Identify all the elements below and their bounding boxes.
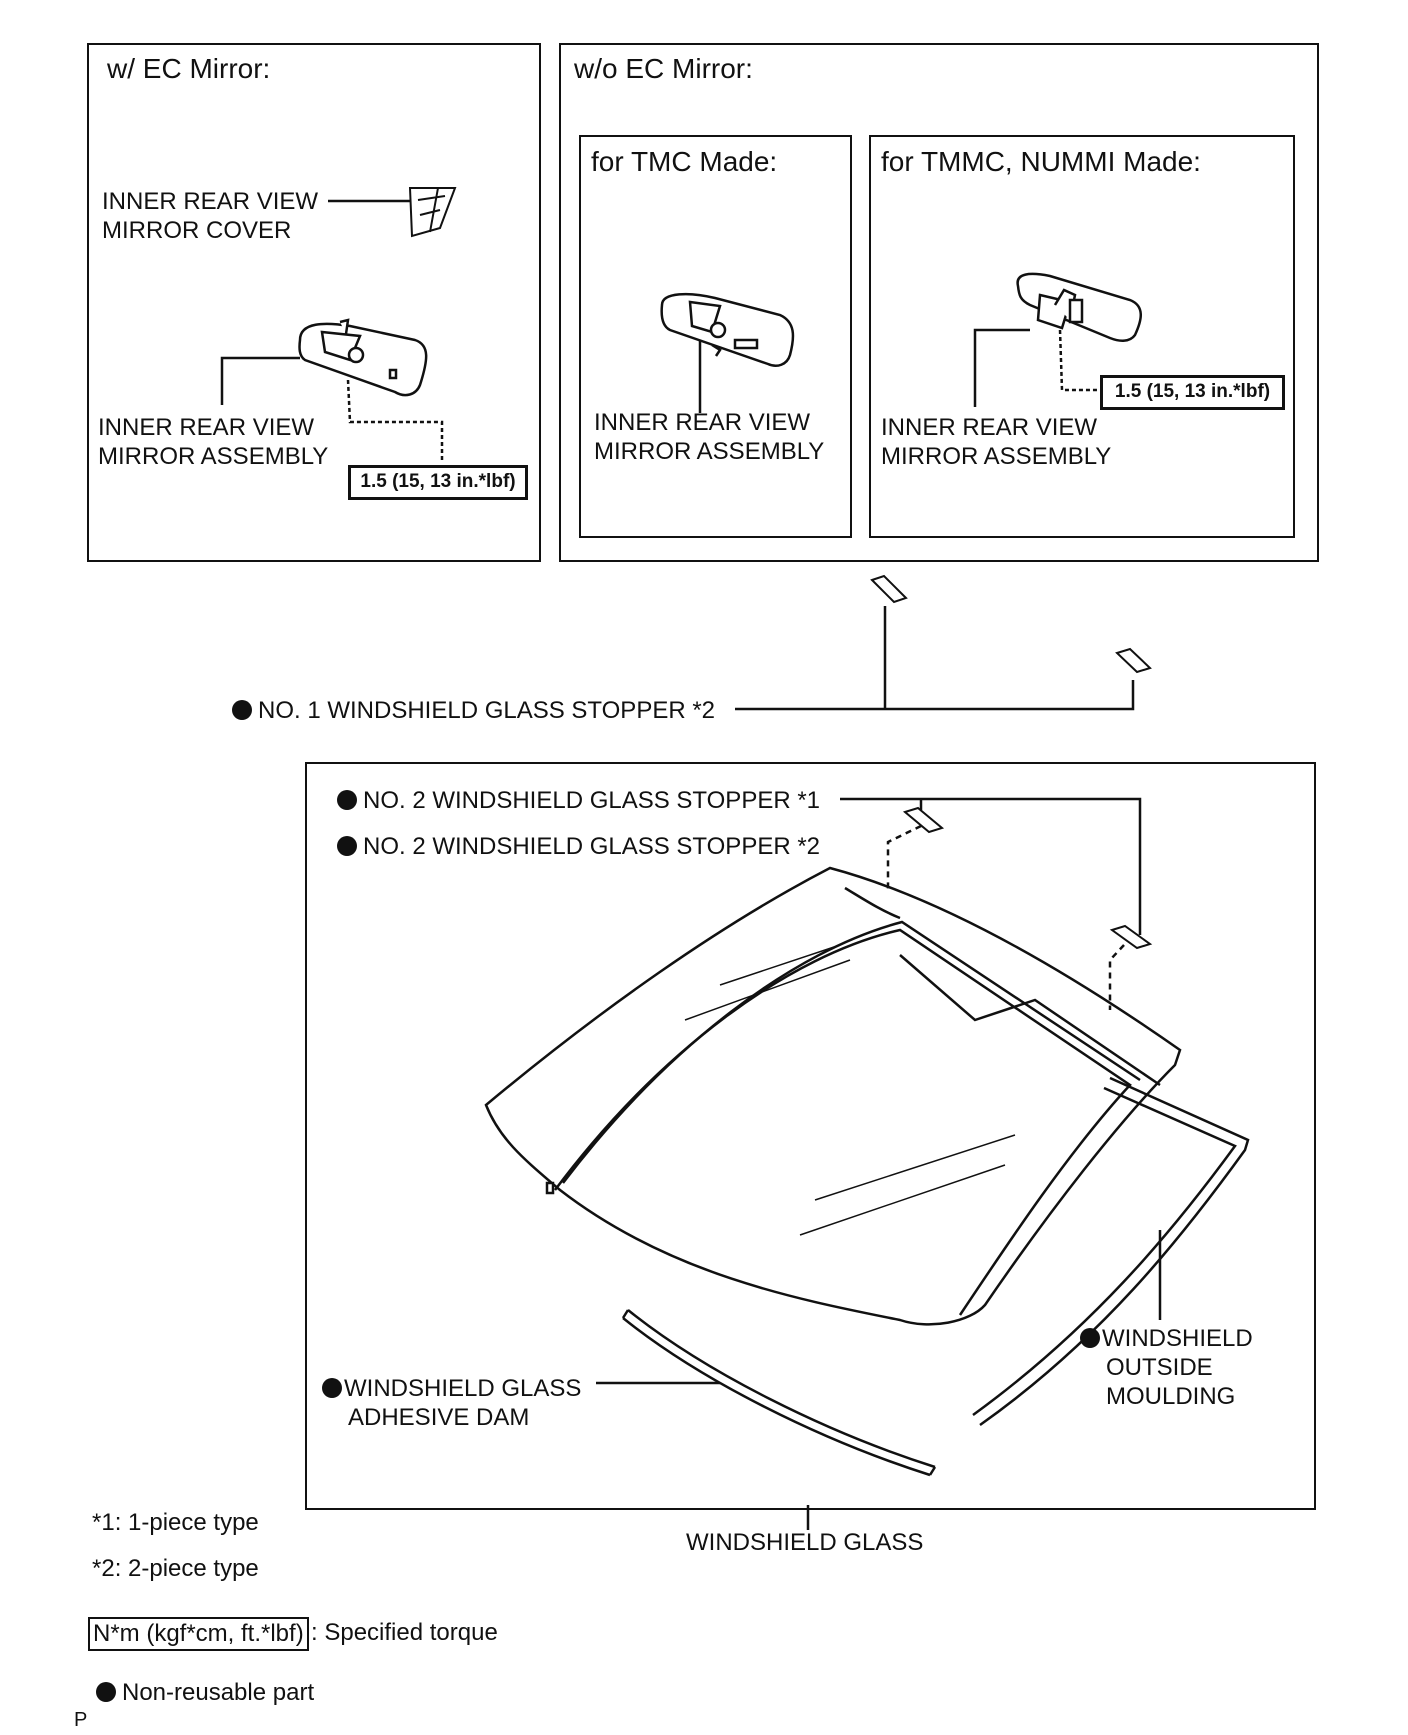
legend-note-1: *1: 1-piece type: [92, 1509, 259, 1536]
legend-note-2: *2: 2-piece type: [92, 1555, 259, 1582]
non-reusable-icon: [1080, 1328, 1100, 1348]
non-reusable-icon: [322, 1378, 342, 1398]
non-reusable-icon: [337, 836, 357, 856]
outside-moulding-drawing: [972, 1076, 1250, 1427]
panel-header-no-ec: w/o EC Mirror:: [574, 53, 753, 84]
label-stopper-no2-2: NO. 2 WINDSHIELD GLASS STOPPER *2: [337, 832, 820, 861]
leader-mirror-assembly-ec: [220, 356, 300, 405]
panel-header-tmc: for TMC Made:: [591, 146, 778, 177]
adhesive-dam-drawing: [621, 1309, 937, 1477]
panel-header-ec: w/ EC Mirror:: [107, 53, 271, 84]
mirror-assembly-tmmc-drawing: [1016, 272, 1142, 342]
panel-ec-mirror: [87, 43, 541, 562]
windshield-glass-drawing: [484, 866, 1182, 1326]
leader-mirror-assembly-tmmc: [973, 328, 1030, 407]
legend-torque-desc: : Specified torque: [311, 1619, 498, 1646]
panel-no-ec-mirror: [559, 43, 1319, 562]
leader-torque-ec: [346, 379, 444, 463]
torque-box-tmmc: 1.5 (15, 13 in.*lbf): [1100, 375, 1285, 410]
legend-torque-unit: N*m (kgf*cm, ft.*lbf): [88, 1617, 309, 1651]
stopper-no2-drawing: [902, 806, 1153, 950]
leader-stopper-no1: [735, 680, 1135, 711]
leader-torque-tmmc: [1058, 329, 1098, 392]
label-adhesive-dam: WINDSHIELD GLASS ADHESIVE DAM: [322, 1374, 581, 1432]
mirror-assembly-tmc-drawing: [660, 292, 795, 367]
stopper-no1-drawing: [870, 574, 1152, 674]
leader-stopper-no2-dash-a: [886, 824, 922, 890]
legend-non-reusable: Non-reusable part: [96, 1678, 314, 1707]
mirror-assembly-ec-drawing: [298, 318, 428, 397]
panel-header-tmmc: for TMMC, NUMMI Made:: [881, 146, 1201, 177]
torque-box-ec: 1.5 (15, 13 in.*lbf): [348, 465, 528, 500]
non-reusable-icon: [232, 700, 252, 720]
leader-stopper-no2: [840, 797, 1142, 935]
panel-tmmc: [869, 135, 1295, 538]
label-stopper-no2-1: NO. 2 WINDSHIELD GLASS STOPPER *1: [337, 786, 820, 815]
panel-windshield: [305, 762, 1316, 1510]
non-reusable-icon: [96, 1682, 116, 1702]
panel-tmc: [579, 135, 852, 538]
mirror-cover-drawing: [408, 187, 457, 238]
non-reusable-icon: [337, 790, 357, 810]
corner-mark: P: [74, 1709, 88, 1731]
label-outside-moulding: WINDSHIELD OUTSIDE MOULDING: [1080, 1324, 1253, 1411]
label-windshield-glass: WINDSHIELD GLASS: [686, 1529, 924, 1556]
label-stopper-no1: NO. 1 WINDSHIELD GLASS STOPPER *2: [232, 696, 715, 725]
